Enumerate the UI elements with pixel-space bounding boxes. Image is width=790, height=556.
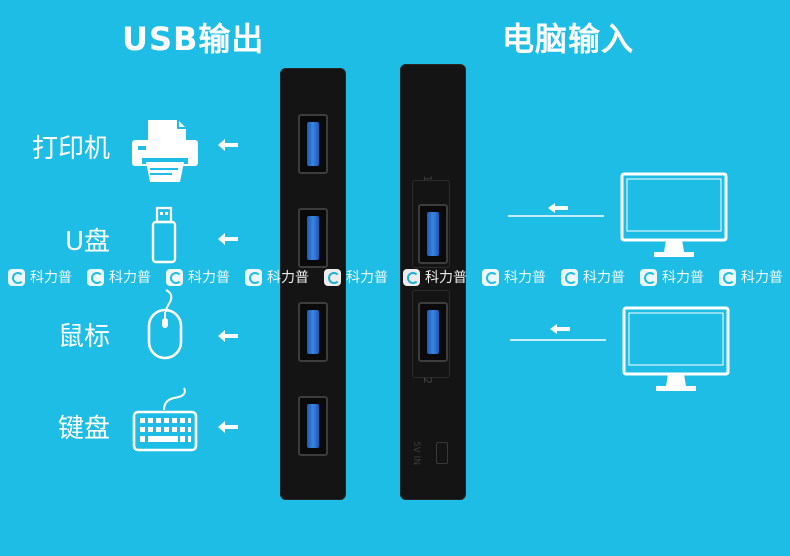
watermark-logo-icon: [245, 268, 262, 286]
watermark-logo-icon: [561, 268, 578, 286]
watermark-strip: 科力普 科力普 科力普 科力普 科力普 科力普 科力普 科力普 科力普 科力普: [0, 266, 790, 288]
printer-icon: [132, 120, 198, 182]
usb-port-1: [418, 204, 448, 264]
input-line-top: [508, 203, 604, 217]
usb-port: [298, 208, 328, 268]
keyboard-label: 键盘: [57, 414, 110, 444]
watermark: 科力普: [324, 266, 388, 288]
watermark: 科力普: [719, 266, 783, 288]
watermark-logo-icon: [403, 268, 420, 286]
keyboard-icon: [132, 387, 198, 452]
arrow-left-icon: [218, 421, 238, 433]
hub-output-side: [280, 68, 346, 500]
usb-output-heading: USB输出: [122, 20, 265, 58]
watermark-logo-icon: [166, 268, 183, 286]
monitor-icon: [620, 172, 728, 257]
port-recess: [412, 180, 450, 268]
input-line-bottom: [510, 324, 606, 341]
power-port: [436, 442, 448, 464]
watermark: 科力普: [87, 266, 151, 288]
watermark: 科力普: [166, 266, 230, 288]
watermark-logo-icon: [719, 268, 736, 286]
usb-port-2: [418, 302, 448, 362]
mouse-label: 鼠标: [57, 322, 110, 352]
watermark-logo-icon: [324, 268, 341, 286]
watermark: 科力普: [245, 266, 309, 288]
mouse-icon: [147, 289, 183, 360]
watermark-logo-icon: [482, 268, 499, 286]
watermark-logo-icon: [87, 268, 104, 286]
arrow-left-icon: [218, 233, 238, 245]
watermark: 科力普: [482, 266, 546, 288]
usb-drive-icon: [151, 206, 177, 264]
watermark-logo-icon: [8, 268, 25, 286]
power-port-label: 5V IN: [411, 440, 422, 466]
arrow-left-icon: [218, 139, 238, 151]
pc-input-heading: 电脑输入: [502, 20, 635, 58]
port-number-1: 1: [421, 175, 434, 182]
printer-label: 打印机: [31, 134, 110, 164]
port-recess: [412, 290, 450, 378]
usb-port: [298, 114, 328, 174]
port-number-2: 2: [421, 377, 434, 384]
usb-drive-label: U盘: [64, 227, 110, 257]
watermark: 科力普: [640, 266, 704, 288]
watermark: 科力普: [403, 266, 467, 288]
arrow-left-icon: [218, 330, 238, 342]
monitor-icon: [622, 306, 730, 391]
watermark-logo-icon: [640, 268, 657, 286]
usb-port: [298, 396, 328, 456]
usb-port: [298, 302, 328, 362]
watermark: 科力普: [561, 266, 625, 288]
watermark: 科力普: [8, 266, 72, 288]
